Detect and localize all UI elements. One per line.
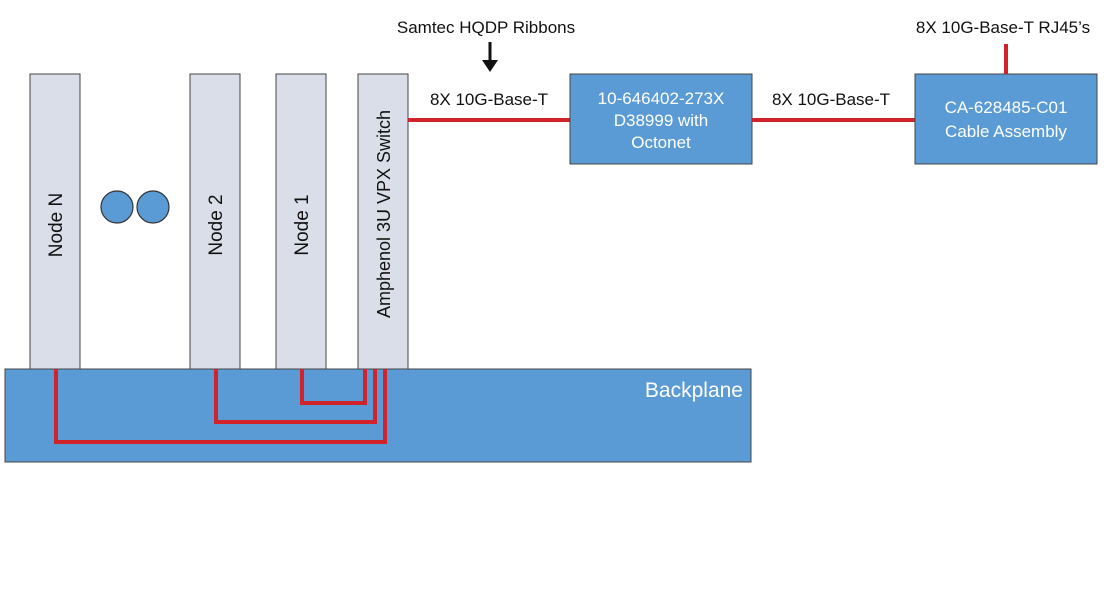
octonet-box-line1: 10-646402-273X	[598, 89, 725, 108]
card-node-n-label: Node N	[46, 193, 67, 257]
ellipsis-dot-2	[136, 190, 170, 224]
rj45-label: 8X 10G-Base-T RJ45’s	[916, 18, 1090, 37]
octonet-box	[569, 73, 753, 165]
cable-assembly-box	[914, 73, 1098, 165]
card-node-1	[275, 73, 327, 370]
card-node-n	[29, 73, 81, 370]
ribbons-label: Samtec HQDP Ribbons	[397, 18, 575, 37]
ribbons-arrow-head	[482, 60, 498, 72]
card-switch-label: Amphenol 3U VPX Switch	[374, 110, 394, 318]
ellipsis-dot-1	[100, 190, 134, 224]
cable-box-line1: CA-628485-C01	[945, 98, 1068, 117]
cable-box-line2: Cable Assembly	[945, 122, 1067, 141]
card-switch	[357, 73, 409, 370]
octonet-box-line2: D38999 with	[614, 111, 709, 130]
backplane-block	[4, 368, 752, 463]
trace-node-1	[300, 369, 367, 405]
backplane-label: Backplane	[645, 379, 743, 402]
trace-node-n	[54, 369, 387, 444]
card-node-2-label: Node 2	[206, 194, 227, 255]
octonet-box-line3: Octonet	[631, 133, 691, 152]
link-label-2: 8X 10G-Base-T	[772, 90, 890, 109]
link-label-1: 8X 10G-Base-T	[430, 90, 548, 109]
card-node-2	[189, 73, 241, 370]
trace-node-2	[214, 369, 377, 424]
card-node-1-label: Node 1	[292, 194, 313, 255]
